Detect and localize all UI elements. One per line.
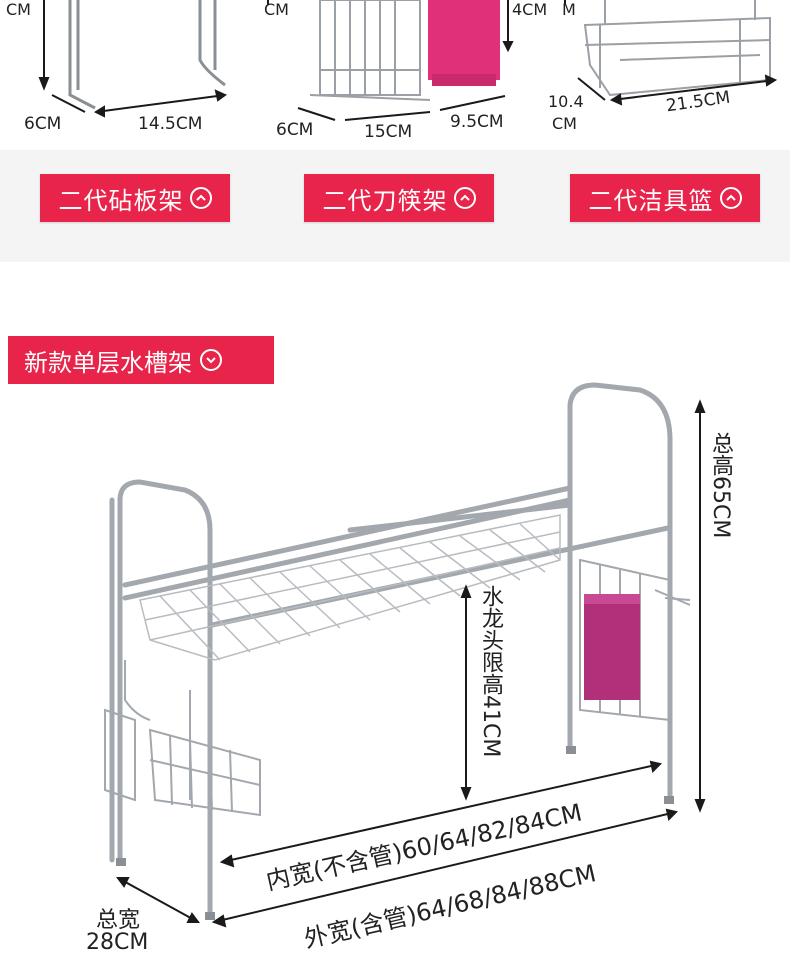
width-dim-label-1: 14.5CM xyxy=(138,114,203,134)
top-products-panel: CM 6CM 14.5CM CM 4CM 6CM 15CM 9.5CM M 10… xyxy=(0,0,790,262)
pink-cup xyxy=(428,0,500,80)
total-height-label: 总高65CM xyxy=(708,432,733,539)
partial-dim-label-2b: 4CM xyxy=(512,0,548,19)
chevron-up-icon xyxy=(719,187,742,209)
depth-dim-label-3a: 10.4 xyxy=(548,92,584,111)
section-title-banner[interactable]: 新款单层水槽架 xyxy=(8,336,274,384)
product-button-label: 二代刀筷架 xyxy=(322,186,448,215)
total-width-label-line2: 28CM xyxy=(86,930,149,955)
product-button-label: 二代洁具篮 xyxy=(588,186,714,215)
partial-dim-label-1: CM xyxy=(6,0,31,19)
faucet-limit-label: 水龙头限高41CM xyxy=(478,585,503,758)
product-button-label: 二代砧板架 xyxy=(58,186,184,215)
depth-dim-label-2: 6CM xyxy=(276,120,314,140)
product-button-cutting-board[interactable]: 二代砧板架 xyxy=(40,174,230,222)
chevron-up-icon xyxy=(189,187,212,209)
partial-dim-label-2a: CM xyxy=(264,0,289,19)
section-title: 新款单层水槽架 xyxy=(24,348,192,377)
total-width-label-line1: 总宽 xyxy=(96,908,141,933)
top-products-image: CM 6CM 14.5CM CM 4CM 6CM 15CM 9.5CM M 10… xyxy=(0,0,790,150)
cup-dim-label-2: 9.5CM xyxy=(450,112,504,132)
depth-dim-label-1: 6CM xyxy=(24,114,62,134)
product-button-knife-holder[interactable]: 二代刀筷架 xyxy=(304,174,494,222)
purple-cup xyxy=(584,598,640,700)
partial-dim-label-3: M xyxy=(562,0,576,19)
top-products-illustration xyxy=(38,0,778,121)
chevron-up-icon xyxy=(453,187,476,209)
depth-dim-label-3b: CM xyxy=(552,114,577,133)
width-dim-label-2: 15CM xyxy=(364,122,413,142)
chevron-down-icon xyxy=(200,349,222,371)
product-button-cleaning-basket[interactable]: 二代洁具篮 xyxy=(570,174,760,222)
